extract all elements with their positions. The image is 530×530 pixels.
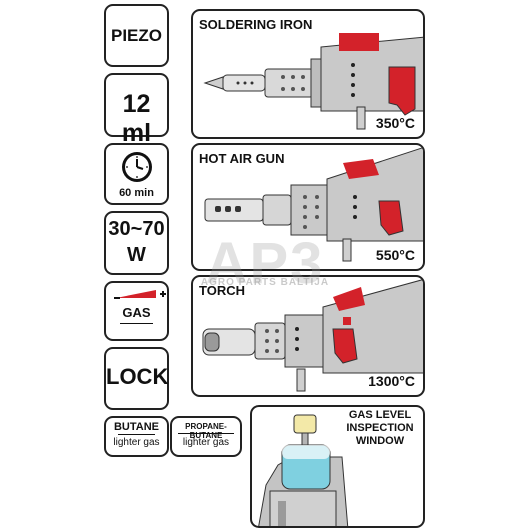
soldering-iron-panel: SOLDERING IRON 350°C [191,9,425,139]
timer-box: 60 min [104,143,169,205]
gas-level-label: GAS LEVEL INSPECTION WINDOW [341,409,419,448]
butane-box: BUTANE lighter gas [104,416,169,457]
hot-air-gun-title: HOT AIR GUN [199,151,285,166]
gas-level-panel: GAS LEVEL INSPECTION WINDOW [250,405,425,528]
piezo-box: PIEZO [104,4,169,67]
hot-air-gun-temp: 550°C [375,247,415,263]
propane-box: PROPANE-BUTANE lighter gas [170,416,242,457]
hot-air-gun-illustration [204,147,423,262]
gas-level-line1: GAS LEVEL [348,409,412,421]
lock-box: LOCK [104,347,169,410]
soldering-iron-temp: 350°C [375,115,415,131]
torch-panel: TORCH 1300°C [191,275,425,397]
hot-air-gun-panel: HOT AIR GUN 550°C [191,143,425,271]
time-label: 60 min [119,187,154,199]
butane-title: BUTANE [113,421,159,433]
butane-sub: lighter gas [113,437,160,448]
power-range: 30~70 [108,218,165,240]
torch-title: TORCH [199,283,245,298]
gas-flow-icon [114,290,166,299]
torch-temp: 1300°C [368,373,415,389]
gas-label: GAS [122,305,151,320]
gas-adjust-box: GAS [104,281,169,341]
lock-label: LOCK [106,364,169,389]
propane-underline [178,433,234,434]
capacity-box: 12 ml [104,73,169,147]
propane-sub: lighter gas [182,437,230,448]
power-box: 30~70 W [104,211,169,275]
gas-underline [120,323,153,324]
clock-icon [122,152,152,182]
butane-underline [118,434,155,435]
soldering-iron-title: SOLDERING IRON [199,17,313,32]
capacity-label: 12 ml [121,90,152,147]
propane-title: PROPANE-BUTANE [185,422,227,440]
gas-tank-illustration [258,414,349,526]
piezo-label: PIEZO [110,26,162,45]
gas-level-line2: INSPECTION [346,422,414,434]
gas-level-line3: WINDOW [355,435,405,447]
soldering-iron-illustration [203,33,423,130]
power-unit: W [127,244,146,266]
torch-illustration [202,279,423,392]
